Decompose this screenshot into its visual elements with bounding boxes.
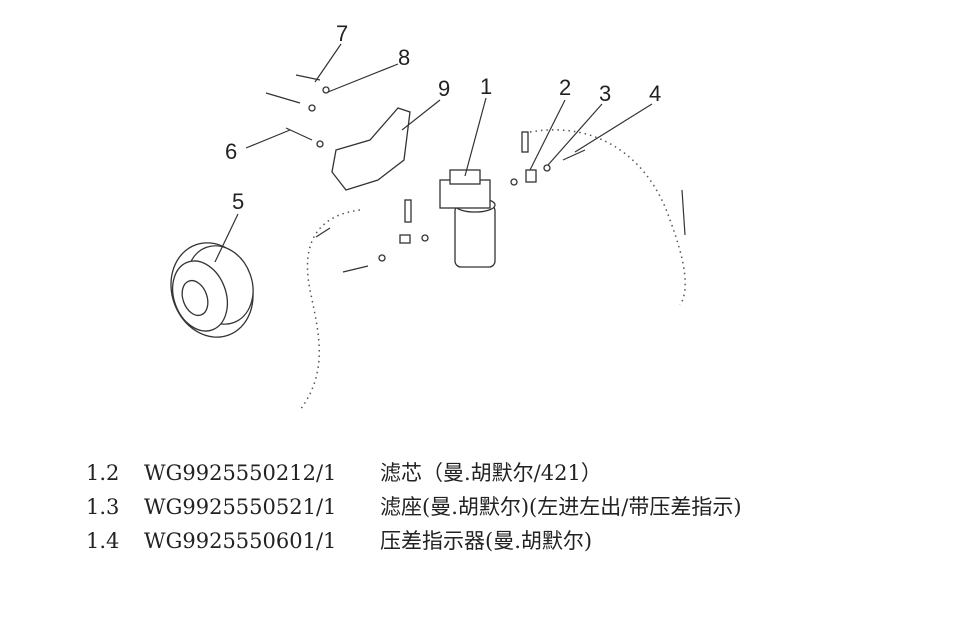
fasteners (342, 131, 586, 273)
parts-row: 1.2 WG9925550212/1 滤芯（曼.胡默尔/421） (86, 456, 742, 490)
part-index: 1.3 (86, 495, 120, 519)
bracket-part-9 (331, 107, 411, 191)
callout-2: 2 (559, 75, 571, 100)
pipe-line-right (529, 129, 686, 306)
callout-5: 5 (232, 189, 244, 214)
callout-8: 8 (398, 45, 410, 70)
pipe-line-left (299, 209, 361, 411)
filter-part-1 (439, 169, 496, 268)
exploded-parts-diagram: 1 2 3 4 5 6 7 8 9 (170, 21, 686, 411)
callout-1: 1 (480, 74, 492, 99)
leader-lines (214, 43, 653, 263)
pulley-part-5 (170, 242, 254, 338)
part-description: 滤座(曼.胡默尔)(左进左出/带压差指示) (380, 495, 742, 519)
callout-6: 6 (225, 139, 237, 164)
part-index: 1.2 (86, 461, 120, 485)
part-description: 滤芯（曼.胡默尔/421） (380, 461, 602, 485)
bolts-part-6-7 (265, 74, 330, 148)
part-description: 压差指示器(曼.胡默尔) (380, 529, 593, 553)
part-code: WG9925550212/1 (144, 461, 337, 485)
part-code: WG9925550521/1 (144, 495, 337, 519)
callout-4: 4 (649, 81, 661, 106)
callout-7: 7 (336, 21, 348, 46)
callout-9: 9 (438, 76, 450, 101)
part-code: WG9925550601/1 (144, 529, 337, 553)
callout-3: 3 (599, 81, 611, 106)
flow-arrow-left (315, 227, 331, 238)
part-index: 1.4 (86, 529, 120, 553)
parts-row: 1.3 WG9925550521/1 滤座(曼.胡默尔)(左进左出/带压差指示) (86, 490, 742, 524)
flow-arrow-right (681, 189, 686, 236)
parts-row: 1.4 WG9925550601/1 压差指示器(曼.胡默尔) (86, 524, 742, 558)
